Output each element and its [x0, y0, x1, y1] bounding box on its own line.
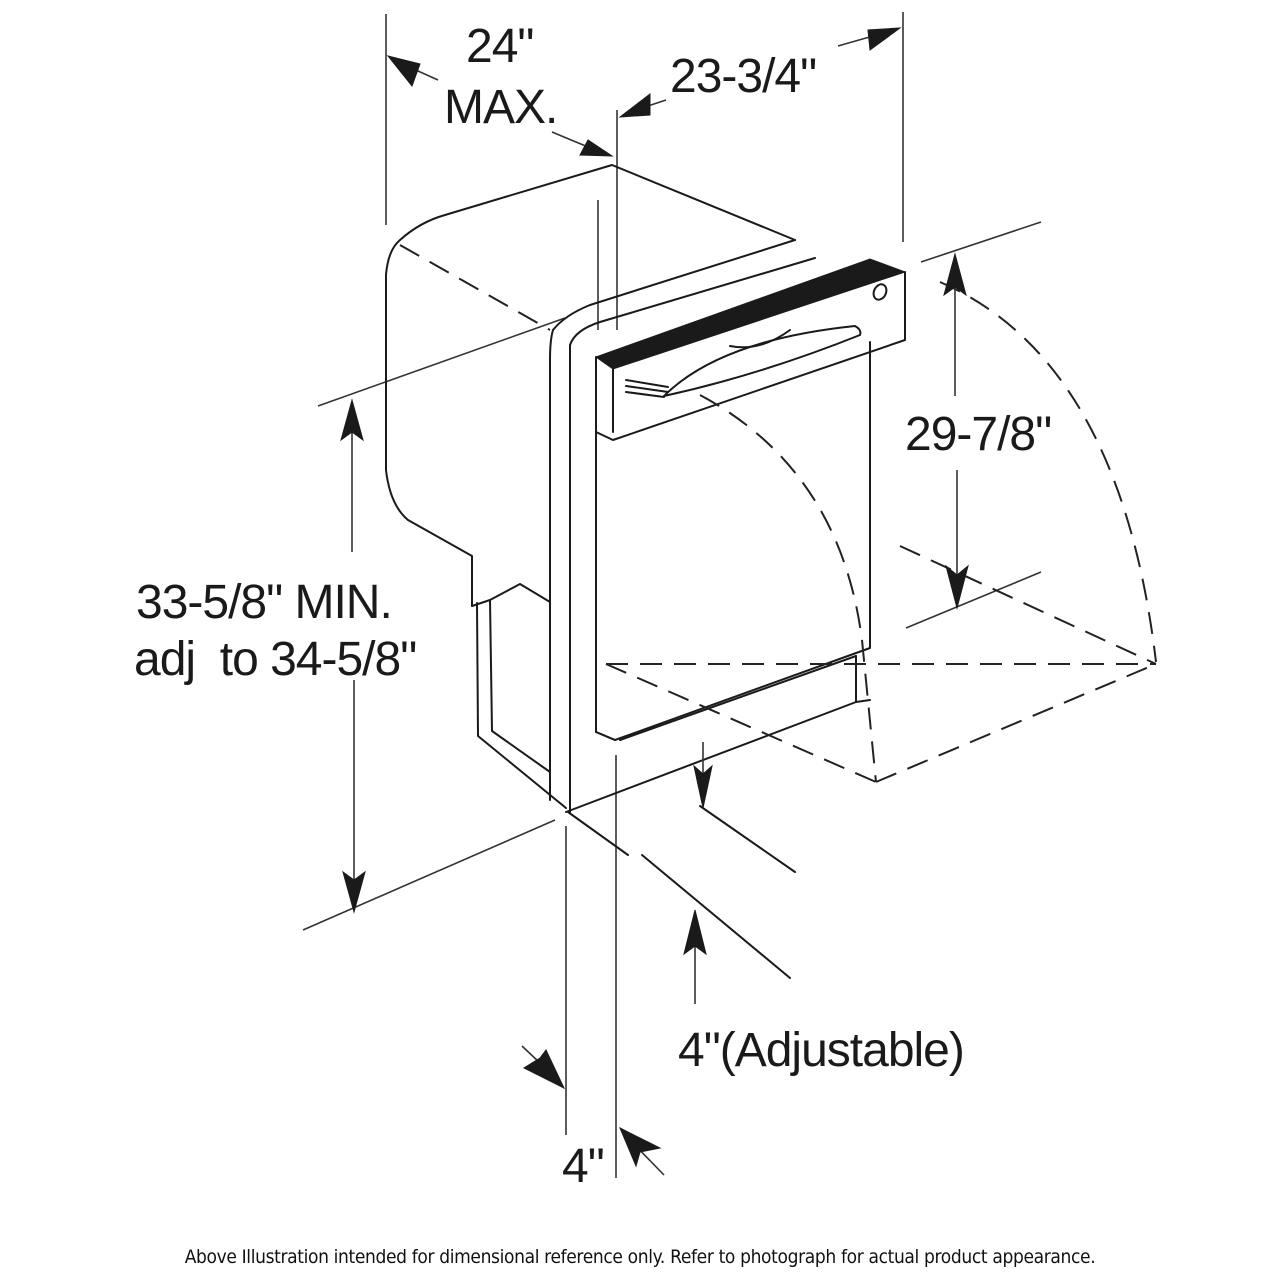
- label-door-open-height: 29-7/8": [905, 408, 1051, 461]
- label-toe-kick-height: 4"(Adjustable): [678, 1024, 964, 1077]
- label-cabinet-width-qualifier: MAX.: [444, 81, 557, 134]
- label-opening-height-line1: 33-5/8" MIN.: [136, 576, 392, 629]
- label-toe-kick-depth: 4": [562, 1140, 604, 1193]
- extension-lines: [302, 12, 1042, 1178]
- knob-icon: [872, 283, 888, 301]
- label-cabinet-width: 24": [466, 20, 533, 73]
- vent-icon: [625, 379, 669, 398]
- label-unit-depth: 23-3/4": [670, 50, 816, 103]
- control-panel-top: [594, 258, 907, 370]
- disclaimer-footer: Above Illustration intended for dimensio…: [184, 1246, 1096, 1268]
- dimension-labels: 24" MAX. 23-3/4" 29-7/8" 33-5/8" MIN. ad…: [134, 20, 1052, 1193]
- label-opening-height-line2: adj to 34-5/8": [134, 633, 416, 686]
- dimension-arrows: [340, 27, 969, 1176]
- dishwasher-body: [565, 258, 907, 813]
- door-swing-path: [605, 281, 1157, 783]
- cabinet-outline: [385, 164, 816, 813]
